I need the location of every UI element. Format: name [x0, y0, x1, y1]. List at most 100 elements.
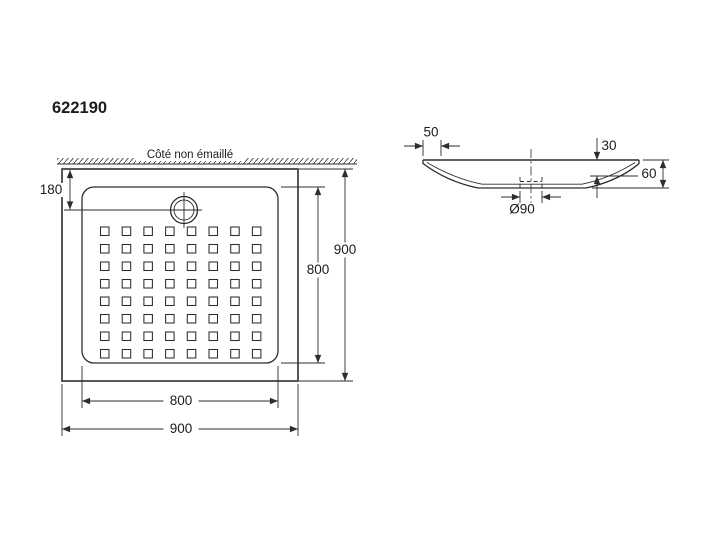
dim-label-backing [329, 242, 361, 258]
dim-label-backing [504, 203, 540, 217]
dim-drain-offset: 180 [37, 170, 74, 210]
dim-label-flange-width: 50 [423, 125, 438, 140]
anti-slip-square [143, 313, 153, 324]
anti-slip-square [208, 331, 219, 342]
anti-slip-square [121, 313, 132, 324]
anti-slip-grid [99, 226, 262, 359]
anti-slip-square [121, 331, 132, 342]
anti-slip-square [186, 348, 197, 359]
anti-slip-square [99, 226, 110, 237]
anti-slip-square [99, 261, 110, 272]
product-code: 622190 [52, 99, 107, 117]
dim-inner-height: 800 [281, 186, 334, 364]
anti-slip-square [121, 348, 132, 359]
profile-bottom-contour [422, 160, 640, 189]
non-enameled-edge-label: Côté non émaillé [147, 149, 233, 161]
tray-outer-outline [61, 168, 299, 382]
dim-label-total-height: 60 [641, 166, 656, 181]
dim-label-drain-diameter: Ø90 [509, 202, 535, 217]
anti-slip-square [99, 243, 110, 254]
anti-slip-square [143, 243, 153, 254]
anti-slip-square [230, 261, 240, 272]
anti-slip-square [165, 261, 175, 272]
anti-slip-square [143, 261, 153, 272]
anti-slip-square [208, 296, 219, 307]
anti-slip-square [143, 278, 153, 289]
dim-outer-width: 900 [61, 384, 299, 437]
anti-slip-square [186, 243, 197, 254]
dim-label-backing [37, 183, 65, 197]
anti-slip-square [99, 313, 110, 324]
dim-outer-height: 900 [299, 168, 361, 382]
dim-flange-width: 50 [404, 125, 460, 156]
anti-slip-square [230, 296, 240, 307]
top-view: Côté non émaillé 180 800 90 [37, 147, 361, 437]
anti-slip-square [121, 243, 132, 254]
dim-label-backing [163, 421, 199, 437]
profile-inner-contour [426, 162, 636, 185]
anti-slip-square [165, 226, 175, 237]
drain-outer-circle [169, 195, 199, 225]
anti-slip-square [251, 226, 262, 237]
anti-slip-square [230, 243, 240, 254]
anti-slip-square [251, 313, 262, 324]
dim-label-outer-height: 900 [334, 242, 357, 257]
anti-slip-square [251, 261, 262, 272]
side-view: 50 30 60 [404, 125, 669, 217]
anti-slip-square [230, 278, 240, 289]
dim-label-backing [163, 393, 199, 409]
anti-slip-square [99, 331, 110, 342]
anti-slip-square [143, 226, 153, 237]
dim-rim-step: 30 [590, 138, 638, 198]
dim-label-backing [639, 167, 659, 182]
anti-slip-square [251, 348, 262, 359]
anti-slip-square [121, 261, 132, 272]
anti-slip-square [251, 278, 262, 289]
anti-slip-square [121, 296, 132, 307]
dim-label-backing [302, 262, 334, 278]
anti-slip-square [208, 226, 219, 237]
edge-label-backing [136, 147, 244, 161]
anti-slip-square [143, 331, 153, 342]
anti-slip-square [186, 296, 197, 307]
drain-inner-circle [173, 199, 195, 221]
anti-slip-square [251, 296, 262, 307]
drain-recess-hidden-lines [519, 177, 543, 188]
anti-slip-square [99, 348, 110, 359]
anti-slip-square [165, 313, 175, 324]
anti-slip-square [230, 348, 240, 359]
anti-slip-square [165, 296, 175, 307]
anti-slip-square [186, 331, 197, 342]
anti-slip-square [165, 278, 175, 289]
anti-slip-square [186, 278, 197, 289]
anti-slip-square [186, 226, 197, 237]
dim-label-drain-offset: 180 [40, 182, 63, 197]
anti-slip-square [208, 278, 219, 289]
anti-slip-square [143, 296, 153, 307]
dim-label-inner-height: 800 [307, 262, 330, 277]
dim-label-inner-width: 800 [170, 393, 193, 408]
anti-slip-square [99, 296, 110, 307]
anti-slip-square [165, 331, 175, 342]
anti-slip-square [208, 243, 219, 254]
anti-slip-square [230, 331, 240, 342]
anti-slip-square [230, 313, 240, 324]
dim-drain-diameter: Ø90 [501, 191, 561, 217]
anti-slip-square [99, 278, 110, 289]
anti-slip-square [121, 226, 132, 237]
anti-slip-square [251, 243, 262, 254]
anti-slip-square [186, 261, 197, 272]
anti-slip-square [251, 331, 262, 342]
anti-slip-square [230, 226, 240, 237]
dim-label-rim-step: 30 [601, 138, 616, 153]
dim-total-height: 60 [592, 159, 669, 189]
anti-slip-square [186, 313, 197, 324]
drain [64, 192, 202, 228]
anti-slip-square [143, 348, 153, 359]
anti-slip-square [208, 313, 219, 324]
dim-inner-width: 800 [81, 366, 279, 409]
anti-slip-square [165, 348, 175, 359]
anti-slip-square [208, 348, 219, 359]
anti-slip-square [208, 261, 219, 272]
